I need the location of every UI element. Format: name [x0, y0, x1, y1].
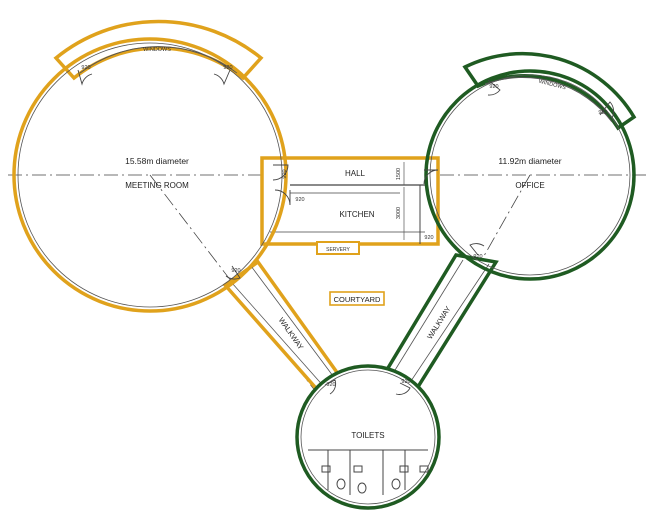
hall-width-dimension: 1500 — [396, 168, 402, 180]
office-diameter: 11.92m diameter — [498, 156, 561, 166]
toilet-cubicles — [308, 449, 429, 495]
door-dim-meeting-window-left: 920 — [81, 65, 90, 71]
courtyard-box — [329, 291, 385, 306]
office-label: OFFICE — [515, 181, 544, 190]
door-dim-meeting-walkway: 920 — [231, 268, 240, 274]
hall-label: HALL — [345, 169, 366, 178]
walkway-left-inner-line-2 — [250, 265, 337, 381]
servery-box — [316, 241, 360, 255]
walkway-right-inner-line — [391, 259, 464, 376]
door-dim-kitchen: 920 — [295, 197, 304, 203]
door-dim-office-walkway: 920 — [473, 254, 482, 260]
office-inner-wall — [429, 74, 631, 276]
office-wall — [424, 69, 636, 281]
walkway-left-inner-line — [231, 282, 327, 390]
door-dim-hall: 920 — [282, 169, 288, 178]
meeting-room-label: MEETING ROOM — [125, 181, 189, 190]
servery-label: SERVERY — [326, 247, 350, 253]
office-window-bay — [462, 51, 637, 131]
door-dim-toilets-right: 920 — [401, 379, 410, 385]
kitchen-label: KITCHEN — [339, 210, 374, 219]
kitchen-width-dimension: 3000 — [396, 207, 402, 219]
door-dim-toilets-left: 920 — [326, 382, 335, 388]
door-swings — [77, 69, 615, 395]
door-dim-office-window-left: 920 — [489, 84, 498, 90]
meeting-room-inner-wall — [17, 42, 283, 308]
toilets-label: TOILETS — [351, 431, 384, 440]
walkway-right-inner-line-2 — [408, 263, 490, 385]
windows-label-meeting-room: WINDOWS — [143, 47, 171, 53]
courtyard-label: COURTYARD — [334, 295, 381, 304]
meeting-room-wall — [12, 37, 288, 313]
meeting-room-window-line — [79, 46, 238, 74]
door-dim-kitchen-end: 920 — [424, 235, 433, 241]
meeting-room-diameter: 15.58m diameter — [125, 156, 189, 166]
meeting-room-window-bay — [53, 19, 264, 81]
door-dim-office-window-right: 920 — [598, 110, 607, 116]
door-dim-meeting-window-right: 920 — [223, 65, 232, 71]
toilets-inner-wall — [300, 369, 436, 505]
office-window-line — [484, 77, 613, 123]
